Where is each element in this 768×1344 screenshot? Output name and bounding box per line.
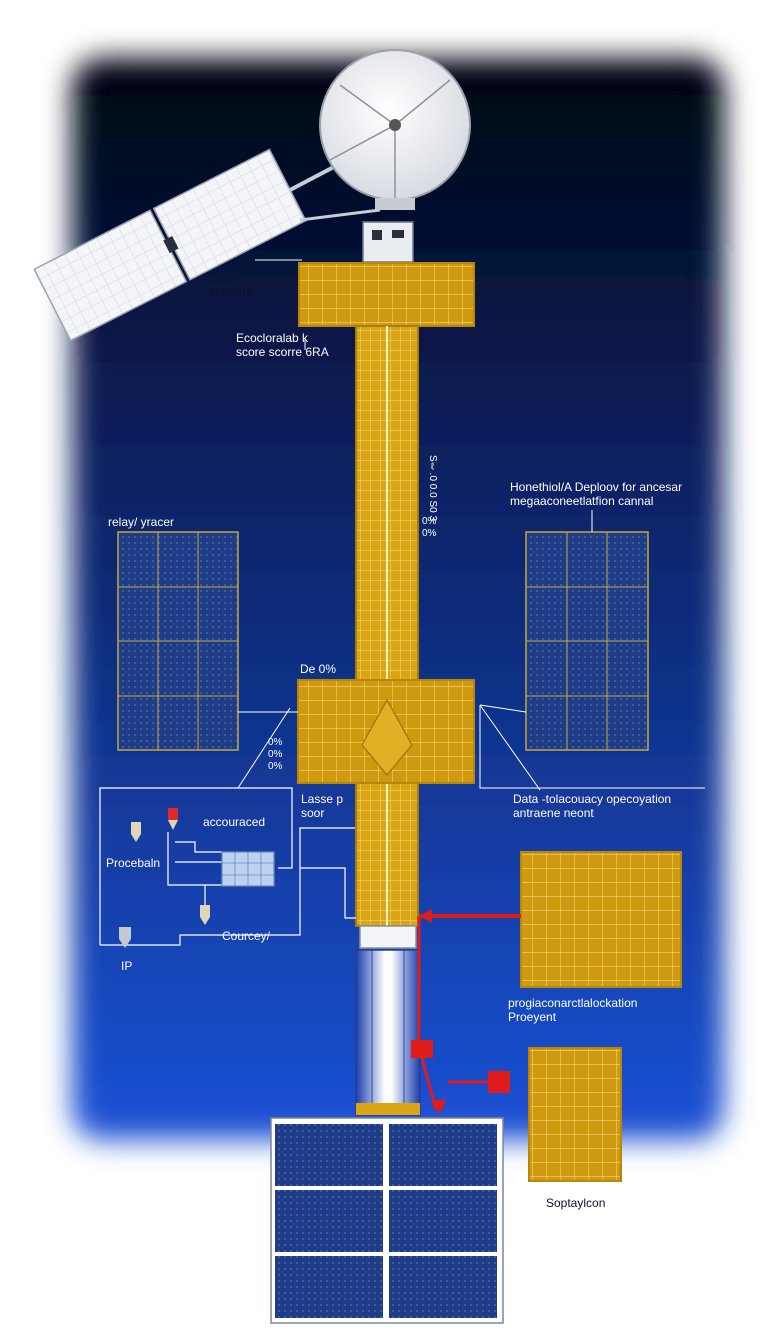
relay-icon bbox=[411, 909, 521, 1114]
processor-subsystem bbox=[99, 787, 356, 946]
propagation-label: progiaconarctlalockation Proeyent bbox=[508, 996, 638, 1024]
earth-antenna-label: Earth antenna bbox=[209, 271, 253, 299]
processor-label: Procebaln bbox=[106, 856, 161, 870]
dish-antenna-icon bbox=[319, 49, 471, 210]
leader-lines bbox=[237, 259, 705, 791]
main-truss bbox=[355, 325, 419, 927]
readout-pct-top: 0% 0% bbox=[422, 516, 437, 539]
truss-node bbox=[361, 698, 413, 777]
right-gold-panel-large bbox=[520, 851, 682, 988]
relay-tracer-label: relay/ yracer bbox=[108, 515, 175, 529]
vertical-readout: Sℓ.0 0.0 S0 3 bbox=[427, 455, 438, 522]
sopt-icon-label: Soptaylcon bbox=[546, 1196, 606, 1210]
upper-gold-panel bbox=[298, 262, 475, 327]
accouraced-label: accouraced bbox=[203, 815, 266, 829]
pct-left-readouts: 0% 0% 0% bbox=[268, 737, 283, 772]
left-panel-grid bbox=[118, 532, 238, 750]
ip-label: IP bbox=[121, 959, 133, 973]
solar-array-icon bbox=[33, 148, 307, 342]
deploy-note-label: Honethiol/A Deploov for ancesar megaacon… bbox=[510, 480, 683, 508]
eco-score-label: Ecocloralab k score scorre 6RA bbox=[236, 331, 329, 359]
right-panel-grid bbox=[526, 532, 648, 750]
sensor-icon bbox=[119, 808, 210, 948]
right-gold-panel-small bbox=[528, 1047, 622, 1182]
lower-cylinder bbox=[355, 925, 421, 1116]
data-occupancy-label: Data -tolacouacy opecoyation antraene ne… bbox=[513, 792, 672, 820]
array-boom-strut bbox=[299, 208, 381, 222]
bottom-solar-array bbox=[270, 1117, 504, 1324]
satellite-bus bbox=[362, 221, 414, 263]
de-pct-label: De 0% bbox=[300, 662, 337, 676]
laser-sensor-label: Lasse p soor bbox=[301, 792, 344, 820]
courcey-label: Courcey/ bbox=[222, 929, 271, 943]
processor-chip-grid bbox=[222, 852, 274, 886]
